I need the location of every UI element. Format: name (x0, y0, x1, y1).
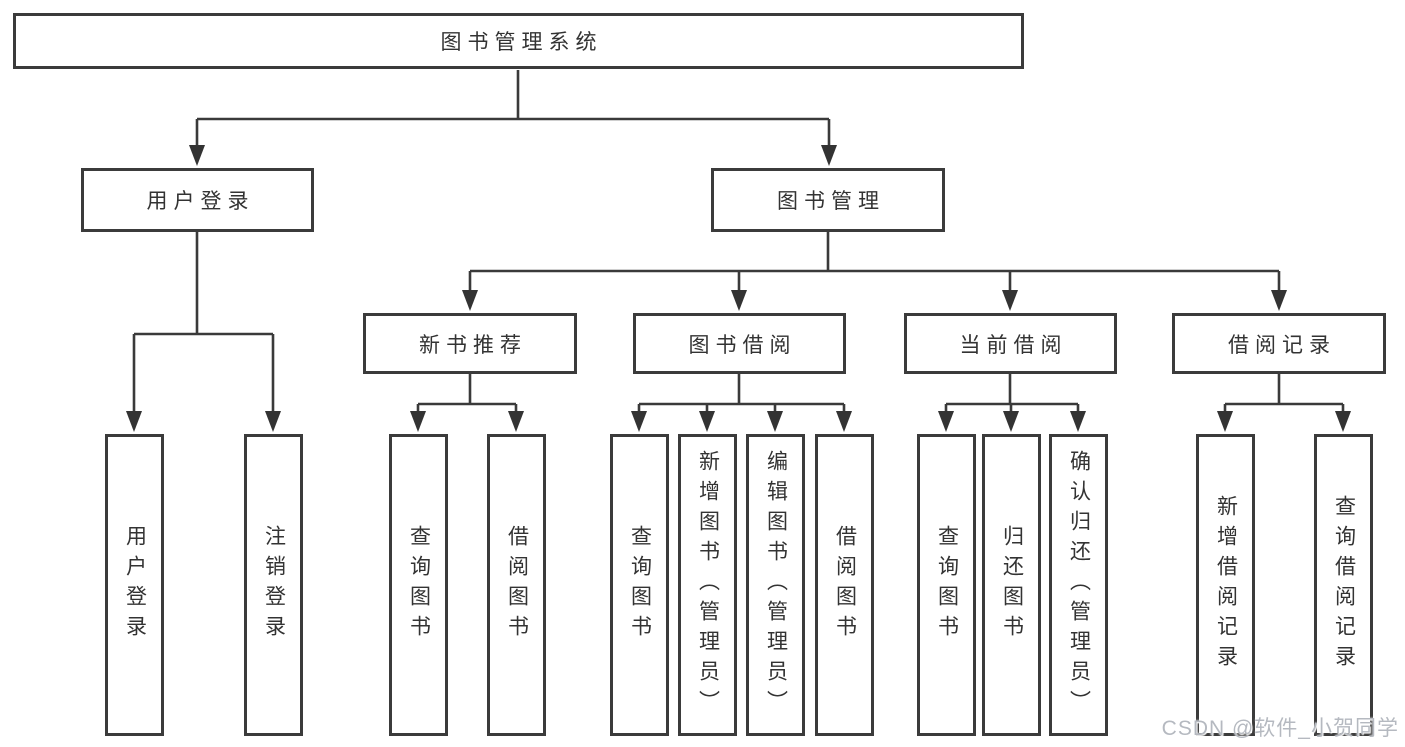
node-book-borrow: 图书借阅 (633, 313, 846, 374)
node-leaf-borrow-borrow-books: 借阅图书 (815, 434, 874, 736)
connector-user-login-to-leaves (132, 232, 275, 417)
node-borrow-records: 借阅记录 (1172, 313, 1386, 374)
node-leaf-current-return-books: 归还图书 (982, 434, 1041, 736)
node-leaf-records-query-record: 查询借阅记录 (1314, 434, 1373, 736)
arrow-down-icon (508, 411, 524, 432)
arrow-down-icon (410, 411, 426, 432)
connector-recommend-to-leaves (416, 374, 518, 417)
node-current-borrow: 当前借阅 (904, 313, 1117, 374)
node-leaf-borrow-add-books-admin: 新增图书（管理员） (678, 434, 737, 736)
arrow-down-icon (836, 411, 852, 432)
arrow-down-icon (631, 411, 647, 432)
arrow-down-icon (821, 145, 837, 166)
arrow-down-icon (699, 411, 715, 432)
connector-borrow-to-leaves (637, 374, 846, 417)
node-leaf-borrow-query-books: 查询图书 (610, 434, 669, 736)
node-leaf-user-login: 用户登录 (105, 434, 164, 736)
arrow-down-icon (731, 290, 747, 311)
node-leaf-recommend-query-books: 查询图书 (389, 434, 448, 736)
connector-root-to-level2 (195, 70, 831, 148)
connector-current-to-leaves (944, 374, 1080, 417)
node-new-book-recommend: 新书推荐 (363, 313, 577, 374)
arrow-down-icon (265, 411, 281, 432)
node-leaf-recommend-borrow-books: 借阅图书 (487, 434, 546, 736)
csdn-watermark: CSDN @软件_小贺同学 (1161, 717, 1399, 740)
node-leaf-logout: 注销登录 (244, 434, 303, 736)
node-leaf-borrow-edit-books-admin: 编辑图书（管理员） (746, 434, 805, 736)
arrow-down-icon (1070, 411, 1086, 432)
arrowheads (126, 145, 1351, 432)
connector-lines (132, 70, 1345, 417)
arrow-down-icon (1003, 411, 1019, 432)
connector-records-to-leaves (1223, 374, 1345, 417)
arrow-down-icon (126, 411, 142, 432)
node-user-login: 用户登录 (81, 168, 314, 232)
node-leaf-current-query-books: 查询图书 (917, 434, 976, 736)
arrow-down-icon (1002, 290, 1018, 311)
node-book-management: 图书管理 (711, 168, 945, 232)
arrow-down-icon (1335, 411, 1351, 432)
node-root-book-management-system: 图书管理系统 (13, 13, 1024, 69)
node-leaf-records-add-record: 新增借阅记录 (1196, 434, 1255, 736)
arrow-down-icon (767, 411, 783, 432)
connector-book-management-to-level3 (468, 232, 1281, 293)
node-leaf-current-confirm-return-admin: 确认归还（管理员） (1049, 434, 1108, 736)
arrow-down-icon (1271, 290, 1287, 311)
arrow-down-icon (1217, 411, 1233, 432)
arrow-down-icon (462, 290, 478, 311)
arrow-down-icon (938, 411, 954, 432)
arrow-down-icon (189, 145, 205, 166)
